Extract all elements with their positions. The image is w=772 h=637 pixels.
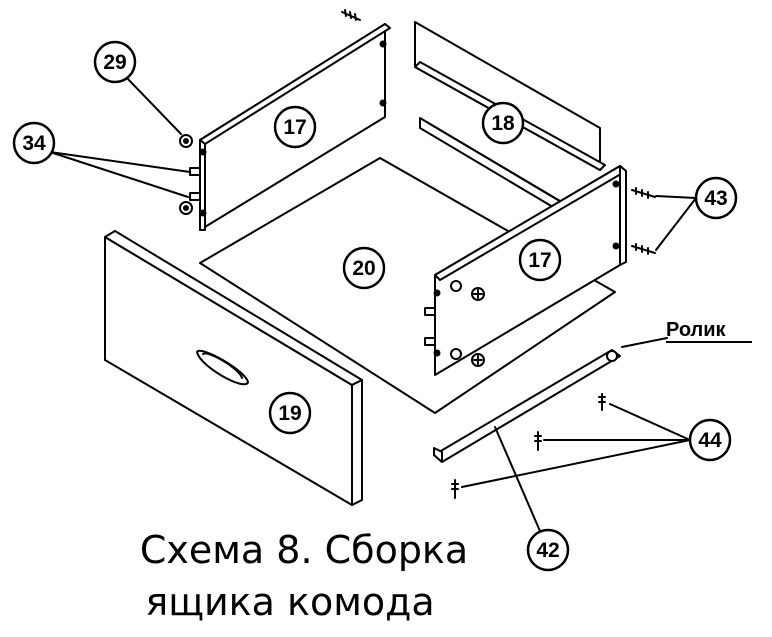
callout-number: 34 bbox=[22, 132, 46, 155]
callout-number: 17 bbox=[528, 249, 551, 272]
callout-circle bbox=[694, 176, 738, 220]
callout-circle bbox=[481, 101, 525, 145]
callout-number: 20 bbox=[352, 257, 375, 280]
callout-circle bbox=[526, 528, 570, 572]
caption-line-1: Схема 8. Сборка bbox=[139, 528, 469, 572]
callout-part-19: 19 bbox=[268, 391, 312, 435]
bottom-panel-20 bbox=[199, 157, 616, 414]
callout-part-34: 34 bbox=[12, 121, 56, 165]
callout-part-43: 43 bbox=[694, 176, 738, 220]
screw-top-icon bbox=[341, 9, 361, 21]
eccentric-29-icon bbox=[179, 134, 193, 148]
callout-circle bbox=[12, 121, 56, 165]
callout-number: 18 bbox=[491, 112, 515, 135]
callout-part-17-left: 17 bbox=[273, 105, 317, 149]
runner-rail-42 bbox=[433, 349, 621, 463]
callout-circle bbox=[93, 40, 137, 84]
callout-number: 29 bbox=[103, 51, 126, 74]
caption-line-2: ящика комода bbox=[145, 580, 435, 624]
callout-number: 17 bbox=[283, 116, 306, 139]
callout-circle bbox=[688, 418, 732, 462]
callout-circle bbox=[518, 238, 562, 282]
callout-circle bbox=[342, 246, 386, 290]
callout-part-20: 20 bbox=[342, 246, 386, 290]
callout-part-29: 29 bbox=[93, 40, 137, 84]
callout-part-42: 42 bbox=[526, 528, 570, 572]
callout-number: 19 bbox=[278, 402, 301, 425]
callout-part-17-right: 17 bbox=[518, 238, 562, 282]
roller-label: Ролик bbox=[666, 319, 727, 341]
callout-circle bbox=[268, 391, 312, 435]
pins-34-icon bbox=[179, 167, 201, 215]
callout-number: 42 bbox=[536, 539, 559, 562]
part-callouts: 29 34 17 18 43 20 17 19 44 42 bbox=[12, 40, 738, 572]
callout-number: 43 bbox=[704, 187, 727, 210]
screws-44-icon bbox=[451, 393, 606, 499]
screws-43-icon bbox=[631, 187, 656, 255]
callout-part-44: 44 bbox=[688, 418, 732, 462]
front-panel-19 bbox=[104, 230, 363, 506]
callout-part-18: 18 bbox=[481, 101, 525, 145]
leader-lines bbox=[49, 75, 697, 539]
callout-number: 44 bbox=[698, 429, 722, 452]
callout-circle bbox=[273, 105, 317, 149]
